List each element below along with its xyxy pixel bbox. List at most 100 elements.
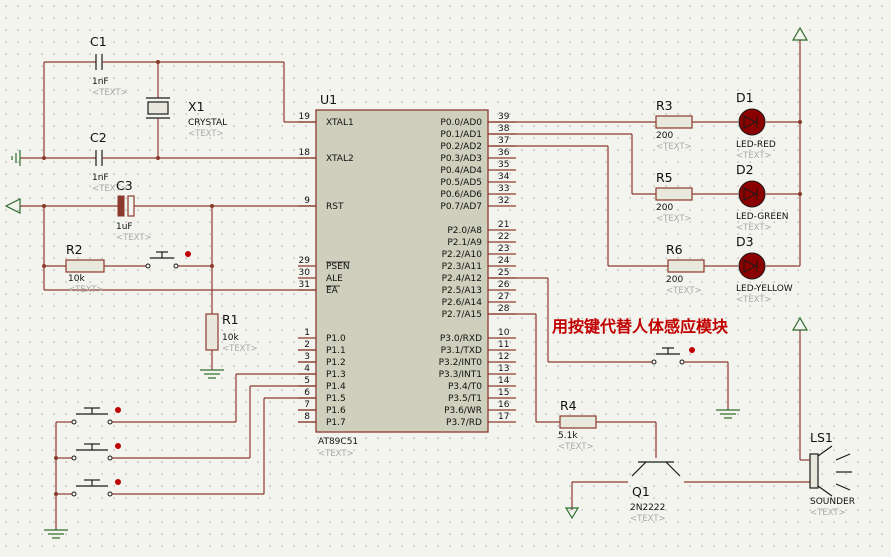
u1-pin-name: EA [326, 286, 339, 296]
q1-text: <TEXT> [630, 514, 666, 524]
c2-value: 1nF [92, 173, 109, 183]
c1-text: <TEXT> [92, 88, 128, 98]
u1-pin-name: P3.3/INT1 [439, 370, 482, 380]
d3-value: LED-YELLOW [736, 284, 793, 294]
u1-pin-name: P0.7/AD7 [440, 202, 482, 212]
u1-pin-number: 6 [304, 388, 310, 398]
ls1-value: SOUNDER [810, 497, 855, 507]
u1-pin-number: 34 [498, 172, 510, 182]
u1-pin-number: 35 [498, 160, 509, 170]
r6-value: 200 [666, 275, 683, 285]
u1-pin-name: P3.6/WR [444, 406, 482, 416]
u1-pin-name: P3.7/RD [446, 418, 482, 428]
u1-pin-number: 39 [498, 112, 510, 122]
x1-ref: X1 [188, 99, 205, 114]
u1-pin-name: P0.3/AD3 [440, 154, 482, 164]
u1-pin-name: P0.2/AD2 [440, 142, 482, 152]
r2-text: <TEXT> [68, 285, 104, 295]
u1-pin-number: 8 [304, 412, 310, 422]
u1-pin-name: P1.6 [326, 406, 346, 416]
u1-pin-number: 10 [498, 328, 510, 338]
ls1-ref: LS1 [810, 430, 833, 445]
u1-pin-number: 30 [299, 268, 311, 278]
u1-pin-name: P2.5/A13 [442, 286, 482, 296]
u1-pin-name: P2.7/A15 [442, 310, 482, 320]
oscillator-section [11, 54, 316, 166]
p1-button-section [44, 349, 316, 539]
x1-text: <TEXT> [188, 129, 224, 139]
d1-ref: D1 [736, 90, 754, 105]
u1-pin-number: 11 [498, 340, 509, 350]
r4-ref: R4 [560, 398, 577, 413]
u1-pin-number: 18 [299, 148, 311, 158]
r6-text: <TEXT> [666, 286, 702, 296]
u1-pin-name: RST [326, 202, 344, 212]
d2-ref: D2 [736, 162, 754, 177]
r1-ref: R1 [222, 312, 239, 327]
x1-value: CRYSTAL [188, 118, 227, 128]
u1-pin-number: 22 [498, 232, 509, 242]
u1-pin-number: 9 [304, 196, 310, 206]
u1-pin-name: P1.3 [326, 370, 346, 380]
u1-pin-name: P3.4/T0 [448, 382, 482, 392]
u1-part: AT89C51 [318, 437, 358, 447]
u1-pin-number: 24 [498, 256, 510, 266]
sensor-section [488, 277, 852, 520]
q1-ref: Q1 [632, 484, 650, 499]
annotation-text: 用按键代替人体感应模块 [552, 317, 729, 336]
u1-right-pins: 39P0.0/AD038P0.1/AD137P0.2/AD236P0.3/AD3… [439, 112, 516, 428]
q1-value: 2N2222 [630, 503, 665, 513]
u1-pin-name: XTAL1 [326, 118, 354, 128]
u1-pin-number: 25 [498, 268, 509, 278]
u1-pin-number: 14 [498, 376, 510, 386]
r5-text: <TEXT> [656, 214, 692, 224]
u1-pin-name: P1.0 [326, 334, 346, 344]
u1-pin-number: 7 [304, 400, 310, 410]
d1-value: LED-RED [736, 140, 776, 150]
u1-pin-name: P2.3/A11 [442, 262, 482, 272]
u1-pin-name: XTAL2 [326, 154, 354, 164]
u1-pin-name: P2.2/A10 [442, 250, 483, 260]
u1-pin-number: 31 [299, 280, 310, 290]
d1-text: <TEXT> [736, 151, 772, 161]
u1-pin-number: 36 [498, 148, 510, 158]
r1-value: 10k [222, 333, 239, 343]
u1-pin-number: 5 [304, 376, 310, 386]
led-section [488, 26, 809, 280]
u1-pin-number: 4 [304, 364, 310, 374]
u1-pin-number: 16 [498, 400, 510, 410]
u1-pin-number: 12 [498, 352, 509, 362]
u1-pin-number: 28 [498, 304, 510, 314]
u1-pin-name: P3.2/INT0 [439, 358, 483, 368]
d3-ref: D3 [736, 234, 754, 249]
u1-pin-number: 29 [299, 256, 311, 266]
r4-text: <TEXT> [558, 442, 594, 452]
u1-pin-name: P0.6/AD6 [440, 190, 482, 200]
c3-ref: C3 [116, 178, 133, 193]
u1-pin-name: P2.6/A14 [442, 298, 483, 308]
r1-text: <TEXT> [222, 344, 258, 354]
d2-value: LED-GREEN [736, 212, 789, 222]
u1-pin-number: 27 [498, 292, 509, 302]
u1-pin-name: P1.1 [326, 346, 346, 356]
u1-pin-number: 15 [498, 388, 509, 398]
c2-text: <TEXT> [92, 184, 128, 194]
c2-ref: C2 [90, 130, 107, 145]
c3-text: <TEXT> [116, 233, 152, 243]
reset-section [4, 195, 316, 379]
u1-pin-name: P3.5/T1 [448, 394, 482, 404]
u1-microcontroller[interactable]: U1 AT89C51 <TEXT> 19XTAL118XTAL29RST29PS… [298, 92, 516, 459]
r3-ref: R3 [656, 98, 673, 113]
u1-pin-name: P1.7 [326, 418, 346, 428]
d3-text: <TEXT> [736, 295, 772, 305]
u1-pin-number: 38 [498, 124, 510, 134]
u1-pin-number: 3 [304, 352, 310, 362]
r2-ref: R2 [66, 242, 83, 257]
u1-pin-name: P1.5 [326, 394, 346, 404]
r5-ref: R5 [656, 170, 673, 185]
u1-pin-number: 2 [304, 340, 310, 350]
u1-pin-name: P3.0/RXD [440, 334, 482, 344]
u1-pin-number: 13 [498, 364, 509, 374]
d2-text: <TEXT> [736, 223, 772, 233]
